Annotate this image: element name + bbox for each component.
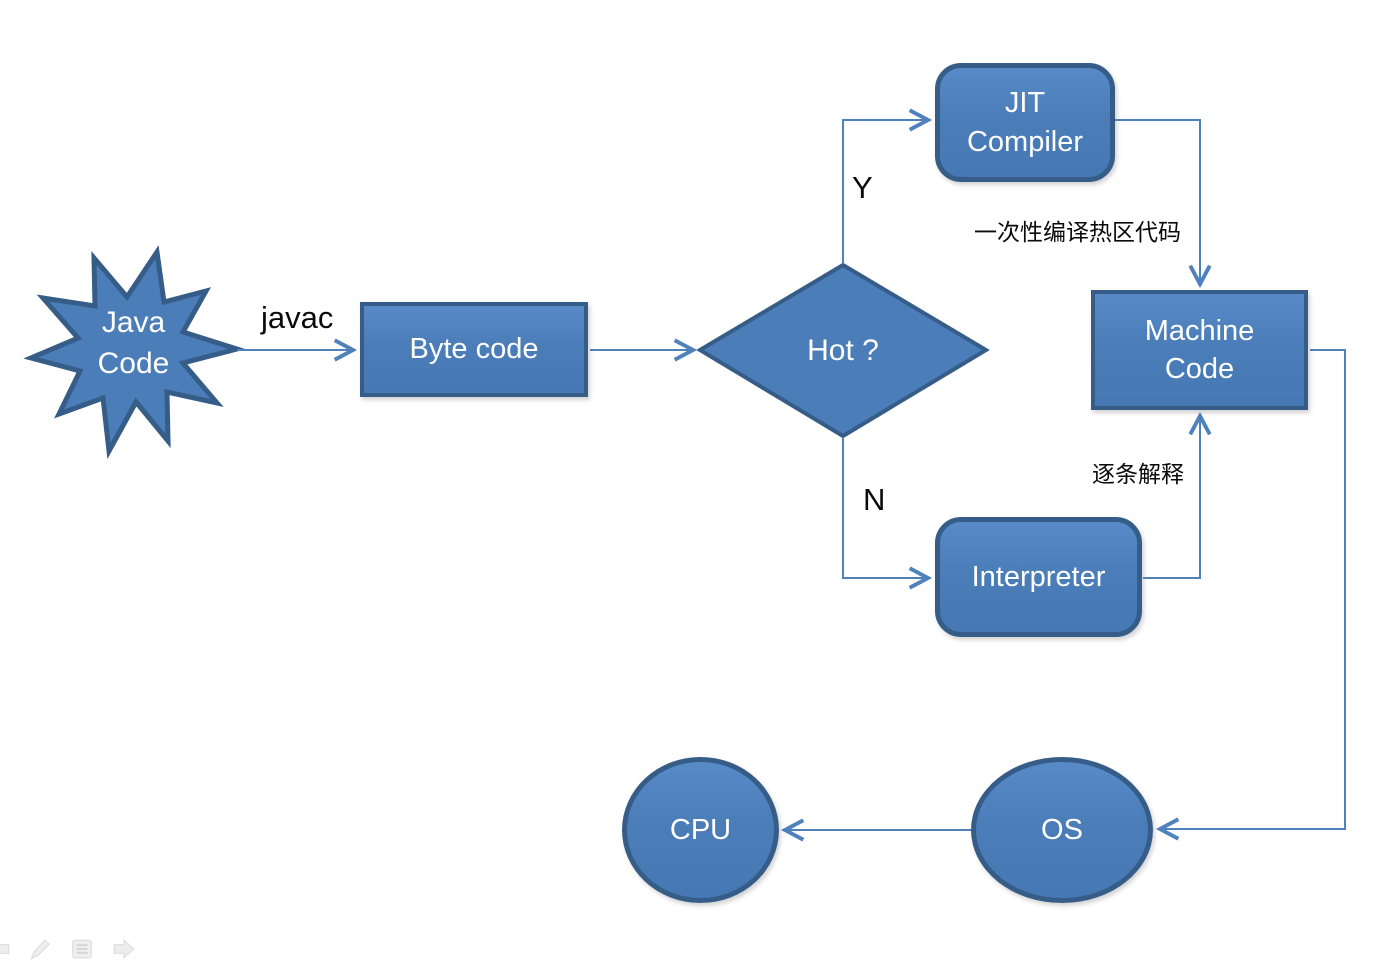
pen-tool-icon[interactable]: [28, 937, 52, 961]
os-node: OS: [971, 757, 1153, 903]
javac-edge-label: javac: [261, 300, 334, 335]
interpreter-node: Interpreter: [935, 517, 1142, 637]
interpret-note-label: 逐条解释: [1092, 461, 1184, 487]
hot-no-label: N: [863, 482, 886, 517]
cpu-label: CPU: [669, 813, 732, 846]
edge-hot-no-to-interpreter: [842, 437, 927, 578]
java-code-star-shape: [23, 245, 247, 460]
hot-diamond-shape: [696, 262, 990, 439]
machine-code-node: Machine Code: [1091, 290, 1308, 410]
hot-yes-label: Y: [852, 170, 873, 205]
byte-code-node: Byte code: [360, 302, 588, 397]
edge-hot-yes-to-jit: [842, 120, 927, 264]
edge-jit-to-machinecode: [1115, 119, 1200, 283]
jit-compiler-label: JIT Compiler: [966, 87, 1084, 158]
interpreter-label: Interpreter: [971, 560, 1106, 593]
edge-interpreter-to-machinecode: [1143, 417, 1200, 579]
edge-machinecode-to-os: [1161, 349, 1346, 829]
machine-code-label: Machine Code: [1144, 314, 1255, 385]
os-label: OS: [1041, 813, 1083, 846]
next-slide-icon[interactable]: [112, 937, 136, 961]
previous-slide-icon[interactable]: [0, 937, 11, 961]
jit-compiler-node: JIT Compiler: [935, 63, 1115, 182]
byte-code-label: Byte code: [409, 333, 539, 366]
cpu-node: CPU: [622, 757, 779, 903]
jit-note-label: 一次性编译热区代码: [974, 219, 1181, 245]
slide-menu-icon[interactable]: [70, 937, 94, 961]
